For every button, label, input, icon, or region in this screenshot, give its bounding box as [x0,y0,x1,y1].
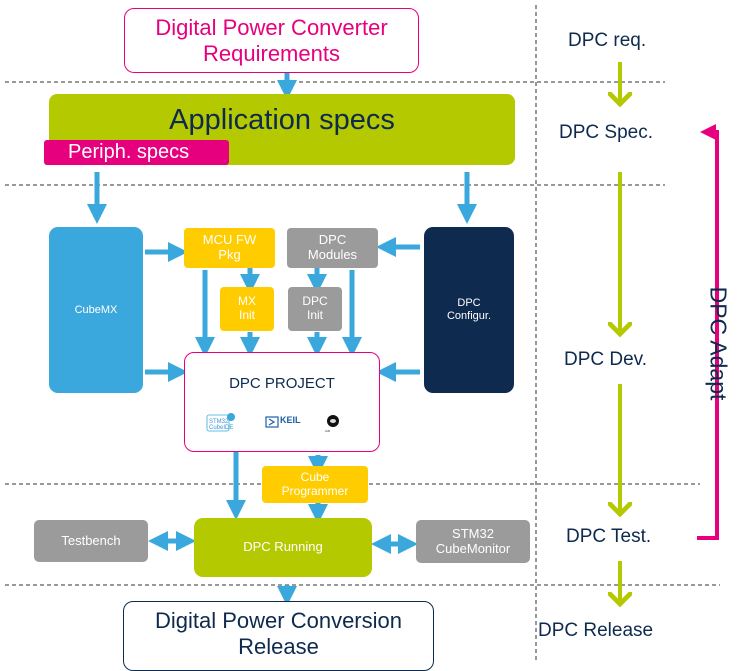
periph-specs-box: Periph. specs [44,140,229,165]
dpc-running-text: DPC Running [243,539,323,555]
cube-programmer-text: Cube Programmer [281,469,349,498]
dpc-project-box: DPC PROJECT STM32 CubeIDE KEIL IAR [184,352,380,452]
dpc-running-box: DPC Running [194,518,372,577]
stage-dpc-req: DPC req. [568,30,647,51]
periph-specs-text: Periph. specs [68,141,190,163]
testbench-box: Testbench [34,520,148,562]
cubemx-text: CubeMX [74,303,118,316]
dpc-project-title: DPC PROJECT [229,375,335,392]
dpc-init-box: DPC Init [288,287,342,331]
adapt-loop [697,124,719,540]
iar-logo: IAR [325,413,341,433]
requirements-box: Digital Power Converter Requirements [124,8,419,73]
stage-dpc-release: DPC Release [538,620,654,641]
mcu-fw-pkg-text: MCU FW Pkg [202,232,257,262]
dpc-configur-text: DPC Configur. [446,297,492,322]
dpc-init-text: DPC Init [302,294,328,322]
dpc-modules-text: DPC Modules [307,232,358,262]
stm32-cubemonitor-text: STM32 CubeMonitor [435,525,511,556]
stm32cube-logo: STM32 CubeIDE [205,413,237,433]
dpc-modules-box: DPC Modules [287,228,378,268]
keil-logo: KEIL [265,415,301,429]
stage-dpc-dev: DPC Dev. [564,349,648,370]
cube-programmer-box: Cube Programmer [262,466,368,503]
release-text: Digital Power Conversion Release [155,608,402,660]
flow-arrows [87,72,477,606]
stage-dpc-adapt: DPC Adapt [705,286,732,401]
application-specs-text: Application specs [169,104,395,136]
stm32cube-logo-text: STM32 CubeIDE [209,419,234,431]
requirements-text: Digital Power Converter Requirements [155,15,388,66]
keil-logo-text: KEIL [280,415,301,425]
testbench-text: Testbench [61,532,121,548]
stage-dpc-test: DPC Test. [566,526,652,547]
dpc-configur-box: DPC Configur. [424,227,514,393]
cubemx-box: CubeMX [49,227,143,393]
stage-dpc-spec: DPC Spec. [559,122,653,143]
stage-separators [5,5,720,661]
iar-logo-text: IAR [325,429,331,433]
mx-init-text: MX Init [238,294,256,322]
mx-init-box: MX Init [220,287,274,331]
mcu-fw-pkg-box: MCU FW Pkg [184,228,275,268]
stm32-cubemonitor-box: STM32 CubeMonitor [416,520,530,563]
